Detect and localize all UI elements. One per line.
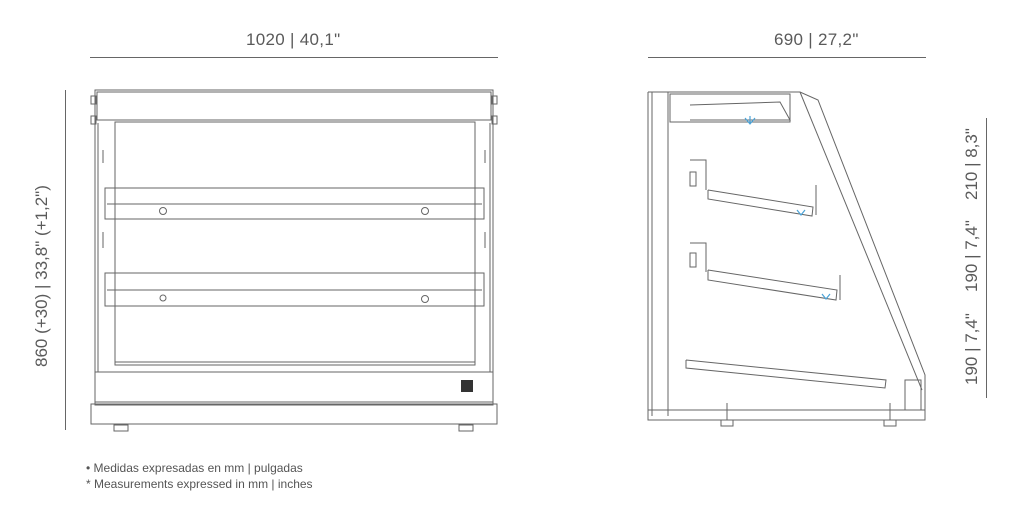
shelf-spacing-dimension-line (986, 118, 987, 398)
control-panel-logo-badge (461, 380, 473, 392)
side-depth-label: 690 | 27,2" (774, 30, 859, 49)
side-lower-shelf (707, 269, 838, 301)
side-view-cabinet (647, 91, 926, 427)
front-top-left-hinge-2 (90, 115, 97, 125)
led-lower-shelf-icon (821, 293, 831, 300)
front-right-foot (458, 424, 474, 432)
front-lower-shelf (104, 272, 485, 307)
front-upper-shelf-left-bolt (159, 207, 167, 215)
front-upper-shelf-right-bolt (421, 207, 429, 215)
front-outer-frame (94, 89, 494, 406)
front-height-dimension-line (65, 90, 66, 430)
front-top-left-hinge (90, 95, 97, 105)
led-upper-shelf-icon (796, 209, 806, 216)
front-width-dimension-line (90, 57, 498, 58)
side-upper-bracket (690, 159, 707, 190)
side-top-canopy (669, 93, 791, 123)
front-base-panel (94, 371, 494, 403)
side-depth-dimension-line (648, 57, 926, 58)
note-spanish: • Medidas expresadas en mm | pulgadas (86, 461, 303, 475)
side-base-block (904, 379, 922, 411)
side-lower-bracket (690, 242, 707, 272)
front-lower-shelf-right-bolt (421, 295, 429, 303)
led-top-icon (744, 116, 756, 125)
side-bottom-tray (685, 359, 887, 389)
side-rear-foot (883, 419, 897, 427)
front-view-cabinet (90, 89, 498, 432)
front-top-canopy (96, 91, 492, 121)
front-left-foot (113, 424, 129, 432)
front-width-label: 1020 | 40,1" (246, 30, 341, 49)
front-plinth (90, 403, 498, 425)
led-light-markers (744, 116, 831, 300)
front-lower-shelf-left-bolt (159, 294, 167, 302)
side-front-foot (720, 419, 734, 427)
front-top-right-hinge-2 (491, 115, 498, 125)
front-upper-shelf (104, 187, 485, 220)
front-top-right-hinge (491, 95, 498, 105)
side-upper-shelf (707, 189, 814, 217)
front-glass-panel (114, 121, 476, 366)
note-english: * Measurements expressed in mm | inches (86, 477, 313, 491)
